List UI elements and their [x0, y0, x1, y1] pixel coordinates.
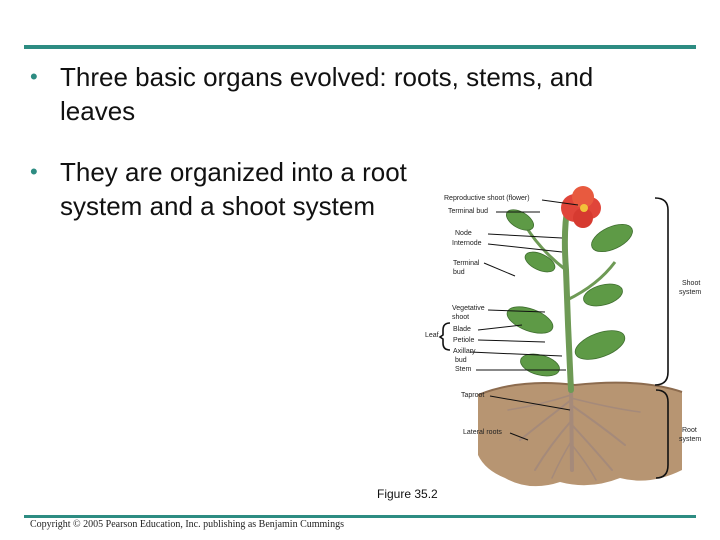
main-stem [561, 202, 574, 393]
label-root-system-line1: Root [682, 427, 697, 434]
leaves [506, 209, 633, 377]
label-shoot-system-line2: system [679, 289, 702, 296]
label-lateral-roots: Lateral roots [463, 429, 502, 436]
copyright-notice: Copyright © 2005 Pearson Education, Inc.… [30, 519, 344, 530]
leaf-bracket [438, 322, 451, 351]
shoot-system-bracket [654, 197, 669, 386]
bullet-marker: • [30, 159, 38, 184]
root-system [507, 383, 641, 481]
label-taproot: Taproot [461, 392, 485, 399]
label-node: Node [455, 230, 472, 237]
bullet-line-2: leaves [60, 96, 136, 126]
bullet-line-1: Three basic organs evolved: roots, stems… [60, 62, 594, 92]
side-shoot [566, 261, 617, 302]
leader-lines [469, 199, 579, 441]
label-root-system-line2: system [679, 436, 702, 443]
bottom-divider [24, 515, 696, 518]
label-vegetative-shoot-line2: shoot [452, 314, 470, 321]
label-vegetative-shoot-line1: Vegetative [452, 305, 485, 312]
root-system-bracket [655, 389, 669, 479]
label-terminal-bud-top: Terminal bud [448, 208, 489, 215]
bullet-marker: • [30, 64, 38, 89]
label-terminal-bud-line1: Terminal [453, 260, 480, 267]
label-petiole: Petiole [453, 337, 475, 344]
label-terminal-bud-line2: bud [453, 269, 465, 276]
label-blade: Blade [453, 326, 471, 333]
flower [561, 186, 601, 228]
label-axillary-bud-line1: Axillary [453, 348, 476, 355]
label-shoot-system-line1: Shoot [682, 280, 701, 287]
label-stem: Stem [455, 366, 472, 373]
top-divider [24, 45, 696, 49]
label-leaf: Leaf [425, 332, 439, 339]
label-axillary-bud-line2: bud [455, 357, 467, 364]
label-reproductive-shoot: Reproductive shoot (flower) [444, 195, 530, 202]
bullet-line-2: system and a shoot system [60, 191, 376, 221]
figure-caption: Figure 35.2 [377, 487, 438, 501]
label-internode: Internode [452, 240, 482, 247]
bullet-line-1: They are organized into a root [60, 157, 407, 187]
